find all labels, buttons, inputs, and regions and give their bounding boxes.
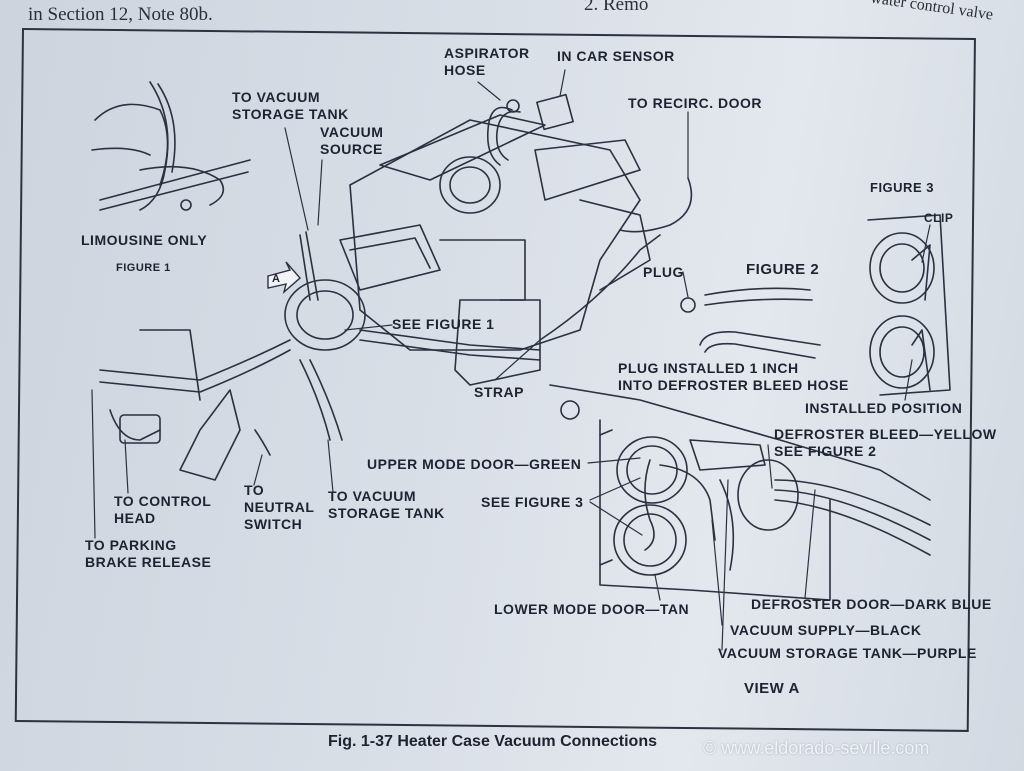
label-to-neutral-switch: TO NEUTRAL SWITCH bbox=[244, 482, 315, 532]
label-callout-a: A bbox=[272, 273, 281, 285]
figure-caption: Fig. 1-37 Heater Case Vacuum Connections bbox=[328, 733, 657, 750]
label-figure-1: FIGURE 1 bbox=[116, 262, 171, 274]
label-upper-mode-door: UPPER MODE DOOR—GREEN bbox=[367, 456, 582, 472]
watermark: © www.eldorado-seville.com bbox=[703, 738, 930, 758]
label-to-control-head: TO CONTROL HEAD bbox=[114, 493, 212, 526]
header-left-text: in Section 12, Note 80b. bbox=[28, 4, 213, 25]
label-installed-position: INSTALLED POSITION bbox=[805, 400, 963, 416]
label-vacuum-storage-tank-purple: VACUUM STORAGE TANK—PURPLE bbox=[718, 645, 977, 661]
figure-3-art bbox=[867, 214, 951, 396]
label-plug-installed: PLUG INSTALLED 1 INCH INTO DEFROSTER BLE… bbox=[618, 360, 849, 393]
label-view-a: VIEW A bbox=[744, 680, 800, 697]
label-lower-mode-door: LOWER MODE DOOR—TAN bbox=[494, 601, 690, 617]
label-see-figure-3: SEE FIGURE 3 bbox=[481, 494, 584, 510]
label-to-recirc-door: TO RECIRC. DOOR bbox=[628, 95, 763, 111]
label-figure-2: FIGURE 2 bbox=[746, 261, 820, 278]
label-strap: STRAP bbox=[474, 384, 524, 400]
label-defroster-bleed: DEFROSTER BLEED—YELLOW SEE FIGURE 2 bbox=[774, 426, 997, 459]
figure-2-art bbox=[680, 287, 821, 359]
label-aspirator-hose: ASPIRATOR HOSE bbox=[444, 45, 530, 78]
label-limousine-only: LIMOUSINE ONLY bbox=[81, 232, 208, 248]
label-in-car-sensor: IN CAR SENSOR bbox=[557, 48, 675, 64]
label-vacuum-source: VACUUM SOURCE bbox=[320, 124, 384, 157]
label-defroster-door: DEFROSTER DOOR—DARK BLUE bbox=[751, 596, 992, 612]
label-to-vacuum-storage-tank-bottom: TO VACUUM STORAGE TANK bbox=[328, 488, 445, 521]
label-to-vacuum-storage-tank-top: TO VACUUM STORAGE TANK bbox=[232, 89, 349, 122]
label-clip: CLIP bbox=[924, 211, 954, 225]
header-right-text: 2. Remo bbox=[584, 0, 649, 15]
label-to-parking-brake-release: TO PARKING BRAKE RELEASE bbox=[85, 537, 212, 570]
label-vacuum-supply: VACUUM SUPPLY—BLACK bbox=[730, 622, 922, 638]
figure-1-inset bbox=[91, 81, 251, 211]
aspirator-assembly bbox=[486, 93, 574, 166]
label-see-figure-1: SEE FIGURE 1 bbox=[392, 316, 495, 332]
label-figure-3: FIGURE 3 bbox=[870, 180, 934, 195]
label-plug: PLUG bbox=[643, 264, 684, 280]
view-a-art bbox=[549, 384, 931, 601]
vacuum-source-assembly bbox=[99, 231, 661, 481]
view-a-callout-arrow bbox=[267, 261, 301, 294]
leader-lines bbox=[91, 69, 931, 651]
heater-case bbox=[339, 114, 651, 386]
